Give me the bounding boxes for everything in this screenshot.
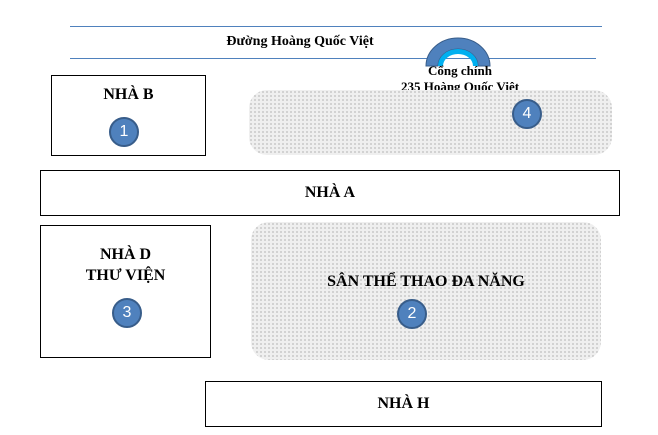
building-b[interactable]: NHÀ B: [51, 75, 206, 156]
main-gate-name: Cổng chính: [428, 63, 492, 78]
marker-1[interactable]: 1: [109, 117, 139, 147]
main-gate-arch-icon: [425, 37, 491, 67]
marker-2[interactable]: 2: [397, 299, 427, 329]
sports-area-label: SÂN THỂ THAO ĐA NĂNG: [327, 273, 525, 290]
road-label: Đường Hoàng Quốc Việt: [226, 34, 374, 49]
building-h-label: NHÀ H: [377, 395, 430, 412]
open-area-zone: [249, 90, 612, 155]
building-h[interactable]: NHÀ H: [205, 381, 602, 427]
road-line-bottom: [70, 58, 596, 59]
marker-3[interactable]: 3: [112, 298, 142, 328]
road-line-top: [70, 26, 602, 27]
library-name: THƯ VIỆN: [85, 267, 166, 284]
building-d-label: NHÀ D THƯ VIỆN: [41, 244, 210, 286]
building-a-label: NHÀ A: [304, 184, 356, 201]
building-d-name: NHÀ D: [99, 246, 152, 263]
marker-4[interactable]: 4: [512, 99, 542, 129]
building-b-label: NHÀ B: [103, 86, 154, 103]
building-a[interactable]: NHÀ A: [40, 170, 620, 216]
building-d-library[interactable]: NHÀ D THƯ VIỆN: [40, 225, 211, 358]
sports-area[interactable]: SÂN THỂ THAO ĐA NĂNG: [251, 222, 601, 360]
